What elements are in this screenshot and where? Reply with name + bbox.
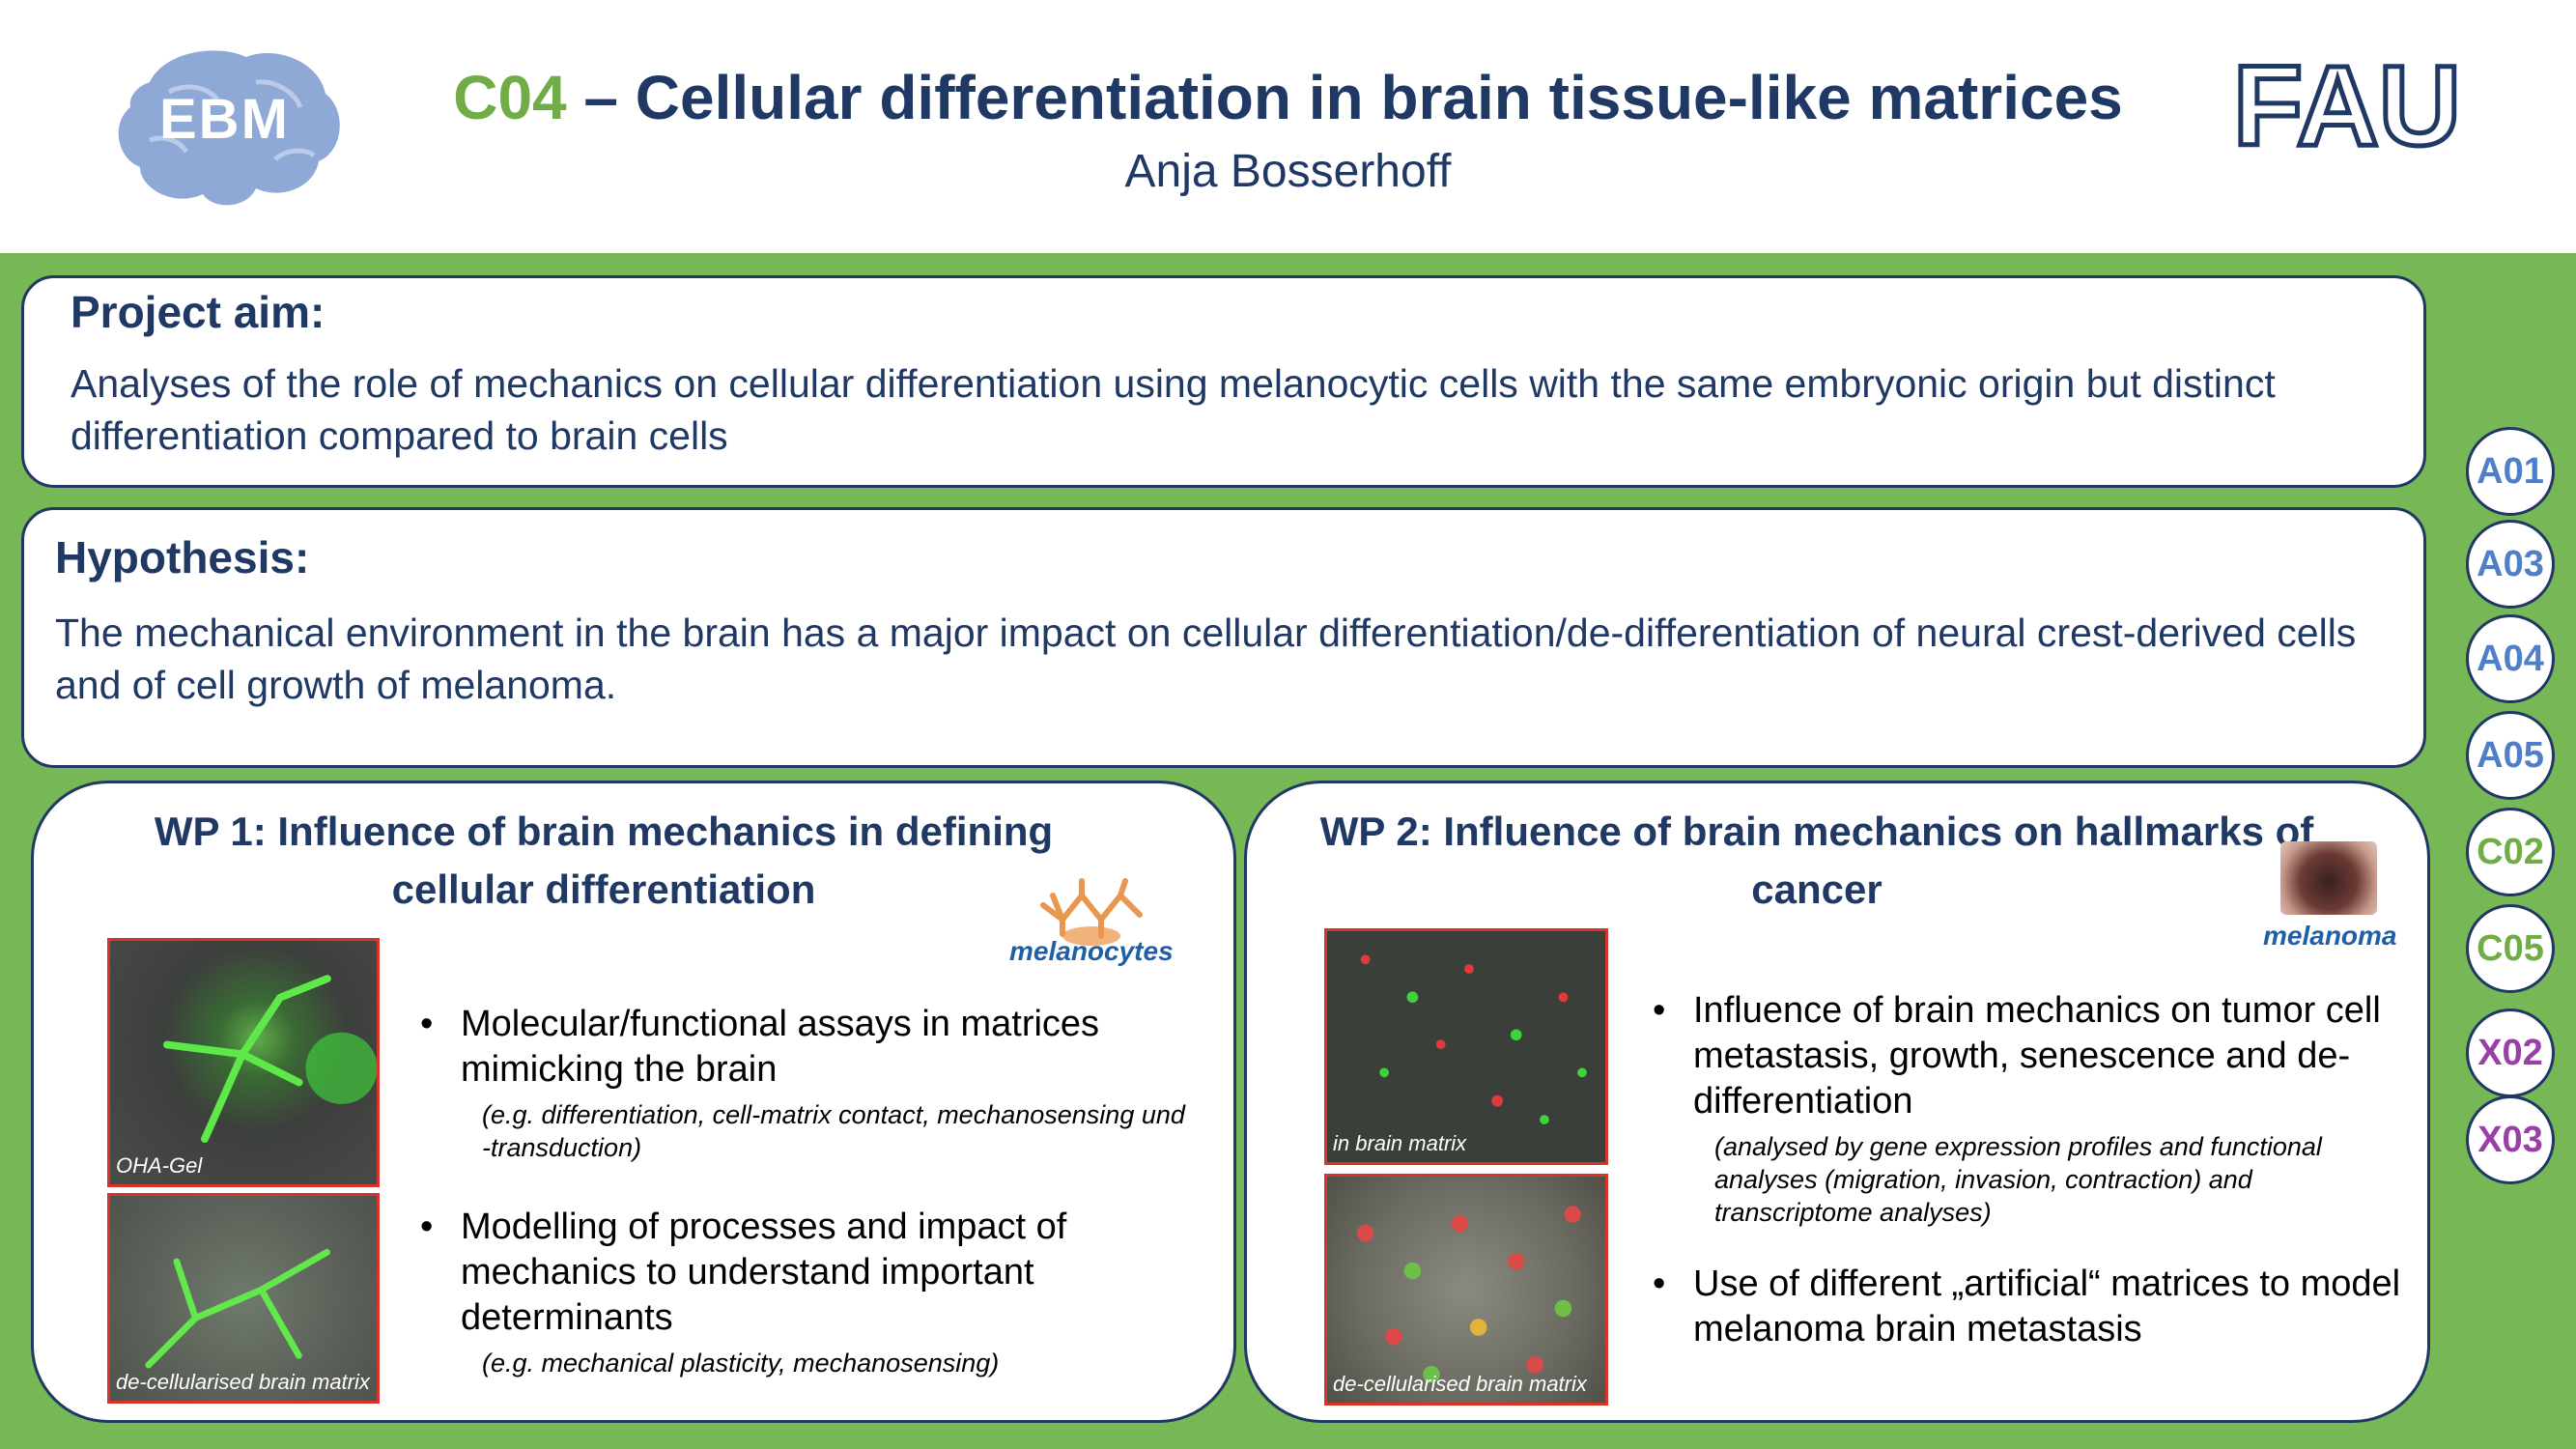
- wp1-bullet-2: • Modelling of processes and impact of m…: [420, 1205, 1193, 1379]
- hypothesis-box: Hypothesis: The mechanical environment i…: [21, 507, 2426, 768]
- wp1-organism-label: melanocytes: [1009, 936, 1174, 966]
- hypothesis-text: The mechanical environment in the brain …: [55, 611, 2357, 707]
- svg-text:FAU: FAU: [2233, 60, 2461, 152]
- project-code-a04: A04: [2466, 614, 2555, 703]
- wp2-organism-label: melanoma: [2263, 921, 2397, 951]
- hypothesis-heading: Hypothesis:: [55, 532, 310, 582]
- project-code-c02: C02: [2466, 808, 2555, 896]
- bullet-dot: •: [420, 1004, 434, 1044]
- page-subtitle: Anja Bosserhoff: [1124, 146, 1452, 197]
- wp2-bullet-list: • Influence of brain mechanics on tumor …: [1653, 988, 2416, 1352]
- project-code-a05: A05: [2466, 711, 2555, 800]
- wp1-image-decellularised: de-cellularised brain matrix: [107, 1193, 380, 1404]
- wp2-bullet-1-note: (analysed by gene expression profiles an…: [1714, 1132, 2322, 1227]
- bullet-dot: •: [1653, 990, 1666, 1031]
- project-code-a03: A03: [2466, 520, 2555, 609]
- wp2-box: WP 2: Influence of brain mechanics on ha…: [1244, 781, 2430, 1423]
- ebm-logo-text: EBM: [159, 88, 290, 151]
- wp1-image-label-2: de-cellularised brain matrix: [116, 1370, 370, 1394]
- wp2-title: WP 2: Influence of brain mechanics on ha…: [1319, 809, 2314, 912]
- wp2-cell-graphic-2: [1356, 1206, 1581, 1383]
- fau-logo: FAU: [2233, 60, 2464, 152]
- project-aim-heading: Project aim:: [71, 287, 326, 337]
- bullet-dot: •: [1653, 1264, 1666, 1304]
- ebm-brain-logo: [118, 50, 340, 206]
- wp1-bullet-1: • Molecular/functional assays in matrice…: [420, 1002, 1193, 1164]
- melanoma-icon: [2280, 841, 2377, 915]
- project-code-x02: X02: [2466, 1009, 2555, 1097]
- wp2-image-brain-matrix: in brain matrix: [1324, 928, 1608, 1165]
- wp2-bullet-1: • Influence of brain mechanics on tumor …: [1653, 988, 2416, 1229]
- wp1-cell-graphic-1: [162, 975, 377, 1144]
- wp1-bullet-2-note: (e.g. mechanical plasticity, mechanosens…: [482, 1349, 1000, 1378]
- project-code-a01: A01: [2466, 427, 2555, 516]
- bullet-dot: •: [420, 1207, 434, 1247]
- wp2-bullet-1-text: Influence of brain mechanics on tumor ce…: [1693, 990, 2381, 1122]
- wp1-bullet-1-text: Molecular/functional assays in matrices …: [461, 1004, 1100, 1090]
- title-text: – Cellular differentiation in brain tiss…: [566, 63, 2123, 132]
- project-aim-text: Analyses of the role of mechanics on cel…: [71, 361, 2276, 458]
- page-title: C04 – Cellular differentiation in brain …: [0, 62, 2576, 133]
- wp1-bullet-1-note: (e.g. differentiation, cell-matrix conta…: [482, 1100, 1185, 1162]
- wp2-cell-graphic-1: [1360, 954, 1587, 1124]
- wp1-box: WP 1: Influence of brain mechanics in de…: [31, 781, 1236, 1423]
- header: [0, 0, 2576, 253]
- wp2-image-label-2: de-cellularised brain matrix: [1333, 1372, 1587, 1396]
- wp1-bullet-list: • Molecular/functional assays in matrice…: [420, 1002, 1193, 1379]
- wp2-image-label-1: in brain matrix: [1333, 1131, 1467, 1155]
- melanocytes-icon: [1040, 878, 1143, 946]
- wp1-image-oha-gel: OHA-Gel: [107, 938, 380, 1187]
- project-code-x03: X03: [2466, 1095, 2555, 1184]
- wp2-image-decellularised: de-cellularised brain matrix: [1324, 1174, 1608, 1406]
- project-aim-box: Project aim: Analyses of the role of mec…: [21, 275, 2426, 488]
- wp1-bullet-2-text: Modelling of processes and impact of mec…: [461, 1207, 1067, 1338]
- wp2-bullet-2-text: Use of different „artificial“ matrices t…: [1693, 1264, 2401, 1350]
- title-code: C04: [453, 63, 567, 132]
- wp2-bullet-2: • Use of different „artificial“ matrices…: [1653, 1262, 2416, 1352]
- wp1-image-label-1: OHA-Gel: [116, 1153, 203, 1178]
- project-code-c05: C05: [2466, 904, 2555, 993]
- wp1-cell-graphic-2: [145, 1248, 330, 1369]
- wp1-title: WP 1: Influence of brain mechanics in de…: [154, 809, 1054, 912]
